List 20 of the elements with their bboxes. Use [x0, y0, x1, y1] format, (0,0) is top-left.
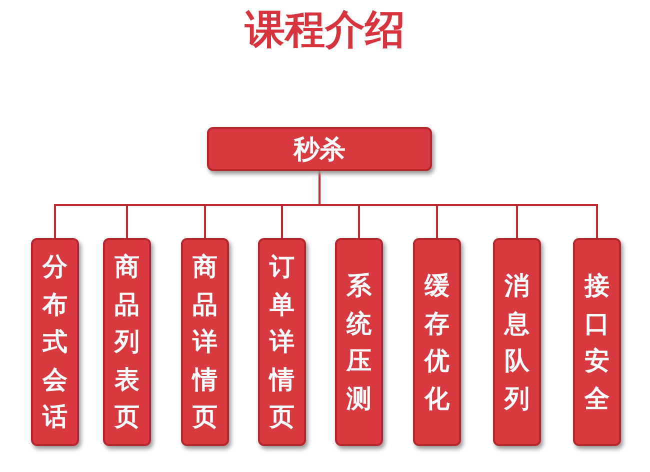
box-label: 商品详情页	[191, 251, 218, 434]
topic-box	[258, 238, 306, 446]
box-label: 系统压测	[345, 270, 372, 414]
topic-box	[493, 238, 541, 446]
box-label: 订单详情页	[268, 251, 296, 434]
connector-line	[318, 171, 598, 238]
box-label: 分布式会话	[41, 251, 68, 434]
box-label: 接口安全	[583, 270, 610, 414]
title: 课程介绍	[244, 6, 406, 55]
box-label: 消息队列	[503, 270, 530, 414]
box-label: 秒杀	[294, 134, 346, 166]
topic-box	[335, 238, 383, 446]
box-label: 缓存优化	[423, 270, 450, 414]
topic-box	[573, 238, 621, 446]
topic-box	[181, 238, 229, 446]
topic-box	[31, 238, 79, 446]
topic-box	[413, 238, 461, 446]
box-label: 商品列表页	[113, 251, 140, 434]
root-box	[207, 127, 432, 171]
topic-box	[103, 238, 151, 446]
